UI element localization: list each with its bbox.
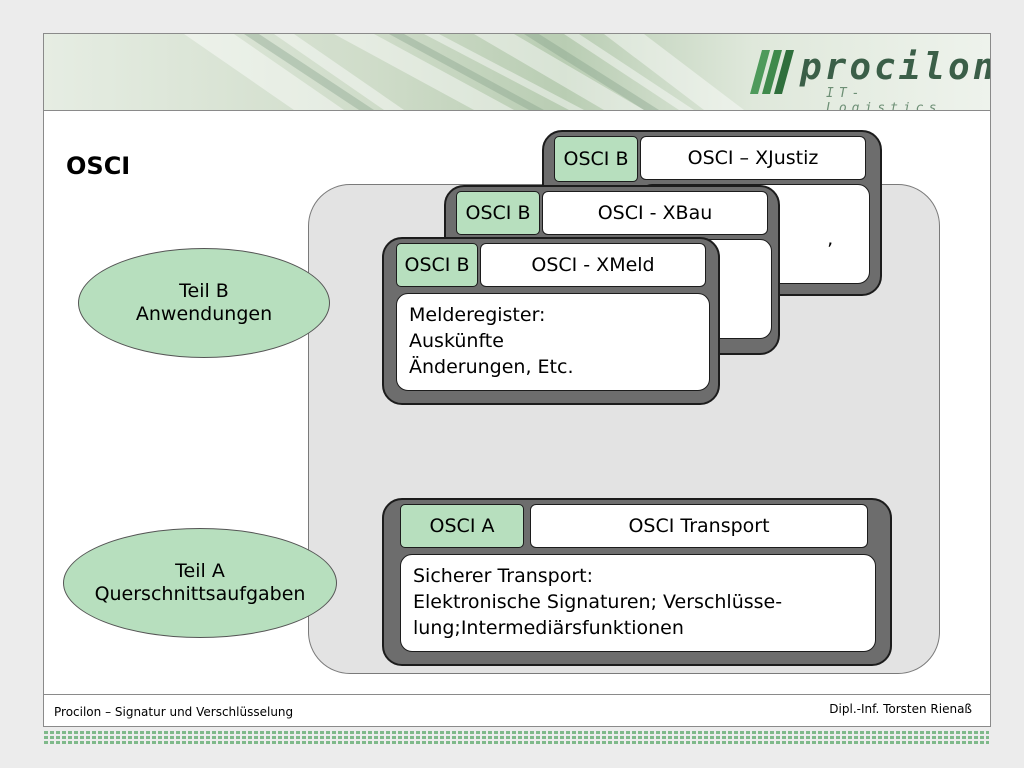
card-transport-body-line2: Elektronische Signaturen; Verschlüsse- <box>413 591 783 613</box>
card-xjustiz-head: OSCI – XJustiz <box>640 136 866 180</box>
card-transport-body-line1: Sicherer Transport: <box>413 565 594 587</box>
card-xbau-tag: OSCI B <box>456 191 540 235</box>
ellipse-teil-b-line1: Teil B <box>179 280 229 302</box>
card-transport-body-line3: lung;Intermediärsfunktionen <box>413 617 684 639</box>
card-transport-head: OSCI Transport <box>530 504 868 548</box>
header-banner: procilon IT-Logistics <box>44 34 990 111</box>
card-osci-transport: OSCI A OSCI Transport Sicherer Transport… <box>382 498 892 666</box>
footer-author: Dipl.-Inf. Torsten Rienaß <box>829 702 972 716</box>
ellipse-teil-b: Teil B Anwendungen <box>78 248 330 358</box>
ellipse-teil-b-line2: Anwendungen <box>135 303 273 325</box>
card-transport-tag: OSCI A <box>400 504 524 548</box>
bottom-dash-bar <box>44 731 989 744</box>
slide: procilon IT-Logistics OSCI Teil B Anwend… <box>43 33 991 727</box>
header-stripes-decoration <box>184 34 744 110</box>
card-xmeld-body: Melderegister: Auskünfte Änderungen, Etc… <box>396 293 710 391</box>
slide-footer: Procilon – Signatur und Verschlüsselung … <box>44 694 990 727</box>
ellipse-teil-a-line2: Querschnittsaufgaben <box>94 583 306 605</box>
ellipse-teil-a-line1: Teil A <box>175 560 225 582</box>
card-xmeld-head: OSCI - XMeld <box>480 243 706 287</box>
card-xbau-head: OSCI - XBau <box>542 191 768 235</box>
card-xjustiz-tag: OSCI B <box>554 136 638 182</box>
card-xjustiz-body-partial: ’ <box>827 239 834 261</box>
card-osci-xmeld: OSCI B OSCI - XMeld Melderegister: Auskü… <box>382 237 720 405</box>
ellipse-teil-a: Teil A Querschnittsaufgaben <box>63 528 337 638</box>
card-xmeld-body-line2: Auskünfte <box>409 330 504 352</box>
procilon-logo: procilon IT-Logistics <box>744 46 990 110</box>
slide-title: OSCI <box>66 152 131 180</box>
logo-wordmark: procilon <box>800 47 990 88</box>
card-transport-body: Sicherer Transport: Elektronische Signat… <box>400 554 876 652</box>
logo-tagline: IT-Logistics <box>826 86 942 111</box>
footer-presentation-title: Procilon – Signatur und Verschlüsselung <box>54 705 294 719</box>
logo-slashes-icon <box>750 50 794 94</box>
card-xmeld-tag: OSCI B <box>396 243 478 287</box>
card-xmeld-body-line3: Änderungen, Etc. <box>409 356 574 378</box>
card-xmeld-body-line1: Melderegister: <box>409 304 546 326</box>
